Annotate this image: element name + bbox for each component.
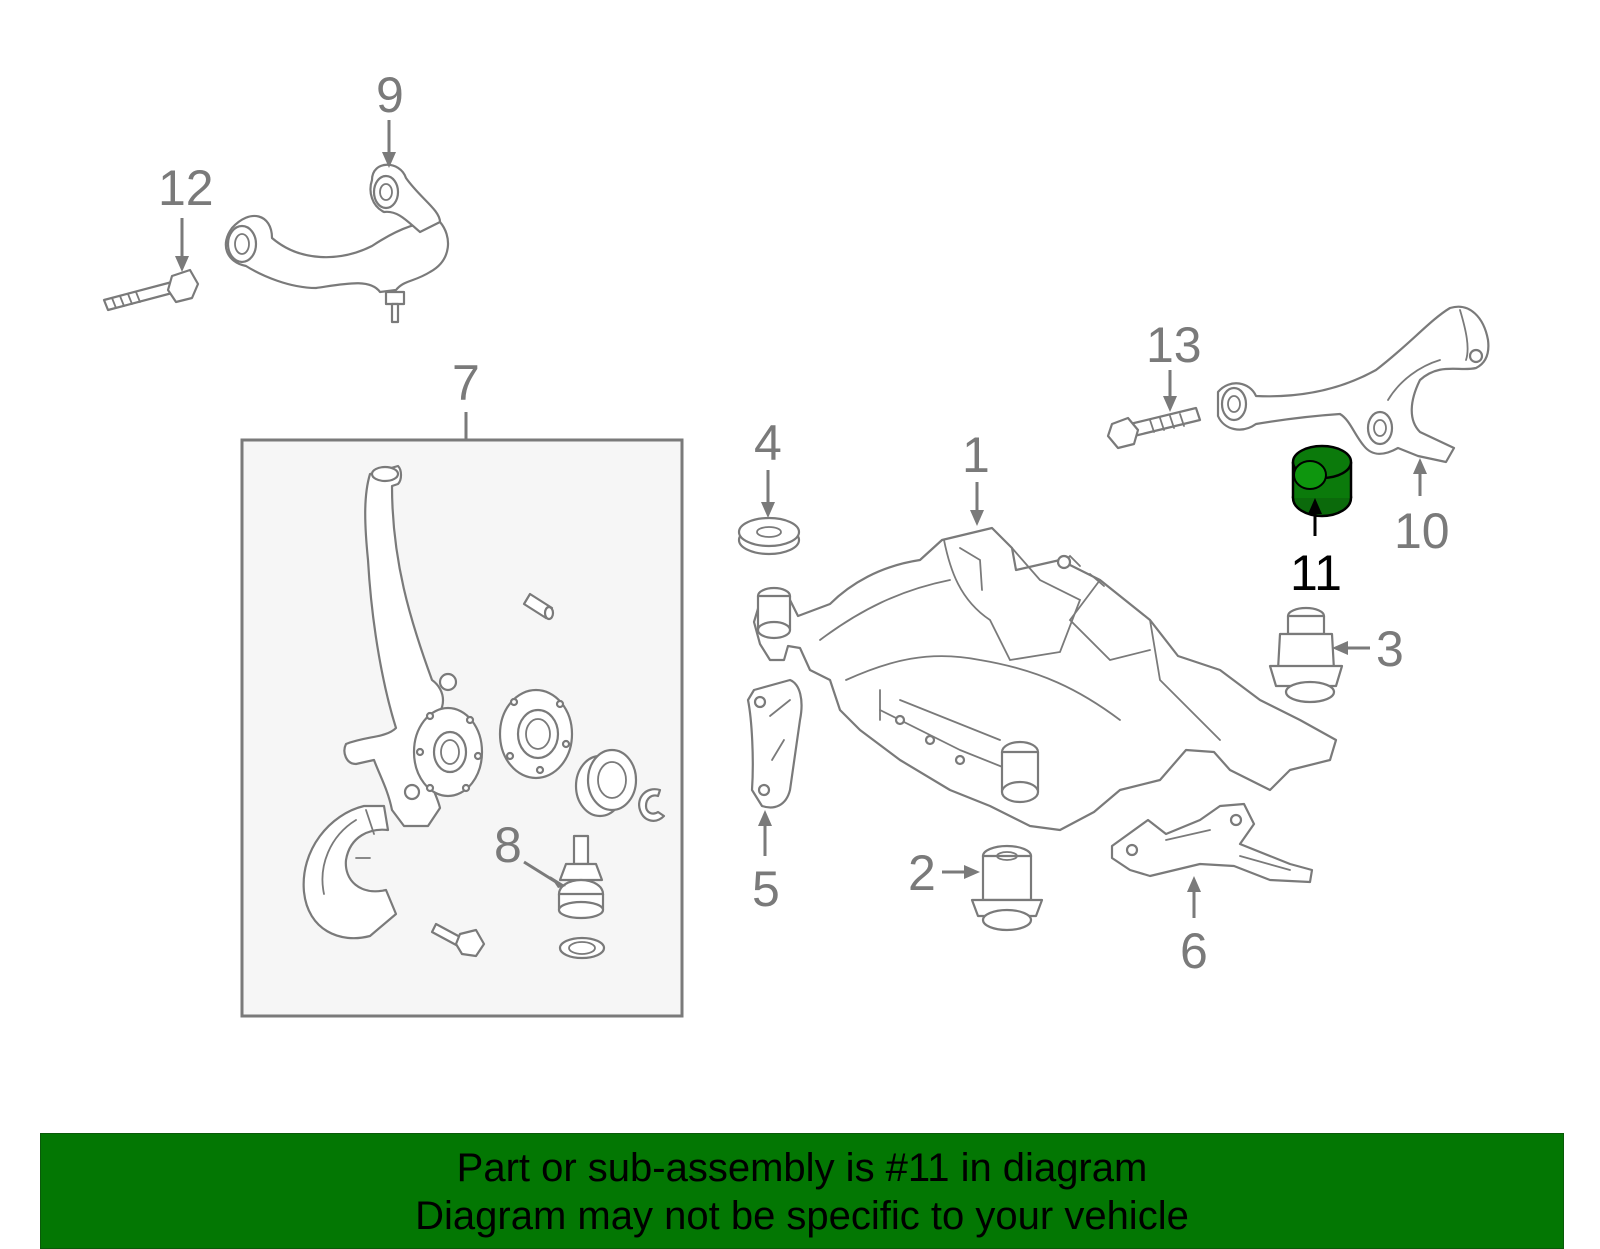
callout-8[interactable]: 8 bbox=[494, 817, 522, 873]
part-8-ball-joint[interactable] bbox=[557, 834, 606, 960]
part-12-bolt[interactable] bbox=[102, 268, 200, 312]
leader-5 bbox=[758, 810, 772, 856]
footer-line-2: Diagram may not be specific to your vehi… bbox=[415, 1194, 1189, 1238]
part-2-mount-bushing[interactable] bbox=[970, 844, 1044, 932]
callout-11[interactable]: 11 bbox=[1290, 545, 1342, 601]
callout-5[interactable]: 5 bbox=[752, 861, 780, 917]
part-11-bushing-highlighted[interactable] bbox=[1291, 444, 1353, 518]
callout-10[interactable]: 10 bbox=[1394, 503, 1450, 559]
part-7-wheel-bearing[interactable] bbox=[574, 748, 638, 818]
part-3-mount-bushing[interactable] bbox=[1268, 606, 1344, 704]
leader-11 bbox=[1308, 498, 1322, 536]
leader-9 bbox=[382, 120, 396, 168]
leader-10 bbox=[1413, 458, 1427, 496]
callout-7[interactable]: 7 bbox=[452, 355, 480, 411]
callout-9[interactable]: 9 bbox=[376, 67, 404, 123]
part-6-brace[interactable] bbox=[1110, 802, 1314, 884]
callout-6[interactable]: 6 bbox=[1180, 923, 1208, 979]
leader-13 bbox=[1163, 370, 1177, 412]
part-1-subframe[interactable] bbox=[752, 526, 1338, 832]
leader-1 bbox=[970, 482, 984, 526]
leader-12 bbox=[175, 218, 189, 272]
parts-diagram: 12 9 7 bbox=[102, 67, 1490, 1018]
part-7-pin[interactable] bbox=[522, 592, 555, 621]
footer-banner: Part or sub-assembly is #11 in diagram D… bbox=[40, 1133, 1564, 1249]
callout-12[interactable]: 12 bbox=[158, 160, 214, 216]
leader-3 bbox=[1332, 641, 1370, 655]
part-5-bracket[interactable] bbox=[746, 678, 803, 809]
footer-line-1: Part or sub-assembly is #11 in diagram bbox=[456, 1146, 1148, 1190]
part-7-bolt[interactable] bbox=[430, 922, 486, 958]
leader-8 bbox=[523, 860, 566, 888]
callout-4[interactable]: 4 bbox=[754, 415, 782, 471]
part-9-upper-control-arm[interactable] bbox=[224, 163, 450, 324]
callout-1[interactable]: 1 bbox=[962, 427, 990, 483]
callout-2[interactable]: 2 bbox=[908, 845, 936, 901]
leader-4 bbox=[761, 470, 775, 518]
callout-3[interactable]: 3 bbox=[1376, 621, 1404, 677]
part-7-wheel-hub[interactable] bbox=[498, 688, 574, 780]
part-7-hub-flange[interactable] bbox=[412, 706, 484, 798]
leader-6 bbox=[1187, 876, 1201, 918]
part-7-snap-ring[interactable] bbox=[638, 788, 666, 822]
part-10-lower-control-arm[interactable] bbox=[1216, 305, 1490, 464]
callout-13[interactable]: 13 bbox=[1146, 317, 1202, 373]
part-13-bolt[interactable] bbox=[1106, 406, 1202, 450]
part-4-washer[interactable] bbox=[737, 516, 801, 556]
leader-2 bbox=[942, 865, 980, 879]
part-7-dust-shield[interactable] bbox=[302, 804, 398, 940]
